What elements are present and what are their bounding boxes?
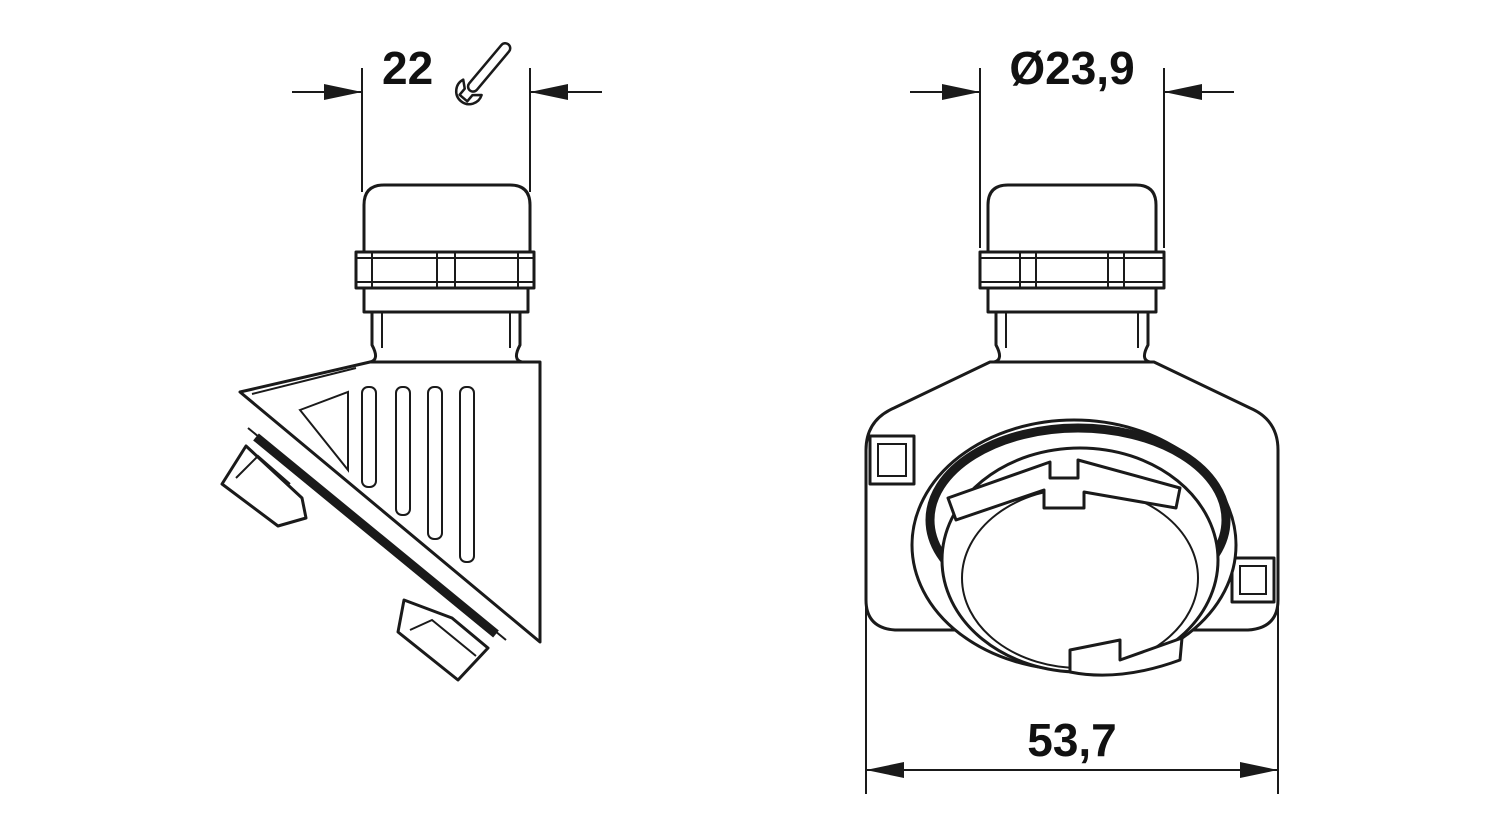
gland-hex-nut	[354, 250, 536, 290]
front-view: Ø23,9	[864, 42, 1280, 794]
dimension-label-width: 53,7	[1027, 714, 1117, 766]
arrow-head-right	[530, 84, 568, 100]
clamp-lug-lower	[396, 598, 490, 682]
gland-neck	[368, 310, 524, 364]
gland-cap	[362, 183, 532, 254]
arrow-head-right	[1164, 84, 1202, 100]
dimension-gland-diameter: Ø23,9	[910, 42, 1234, 248]
gland-hex-nut	[978, 250, 1166, 290]
clamp-lug-upper	[220, 444, 308, 528]
latch-left	[868, 434, 916, 486]
arrow-head-right	[1240, 762, 1278, 778]
angled-housing	[238, 360, 542, 644]
gland-cap	[986, 183, 1158, 254]
gland-ring	[986, 286, 1158, 314]
seal-ring	[247, 427, 507, 641]
latch-right	[1230, 556, 1276, 604]
gland-neck	[992, 310, 1152, 364]
dimension-overall-width: 53,7	[865, 604, 1279, 794]
arrow-head-left	[942, 84, 980, 100]
dimension-wrench-size: 22	[292, 42, 602, 192]
dimension-label-diameter: Ø23,9	[1009, 42, 1134, 94]
gland-ring	[362, 286, 530, 314]
cable-entry-opening	[910, 418, 1238, 677]
side-view: 22	[220, 42, 602, 682]
arrow-head-left	[324, 84, 362, 100]
arrow-head-left	[866, 762, 904, 778]
wrench-icon	[454, 42, 512, 106]
dimension-label-wrench: 22	[382, 42, 433, 94]
